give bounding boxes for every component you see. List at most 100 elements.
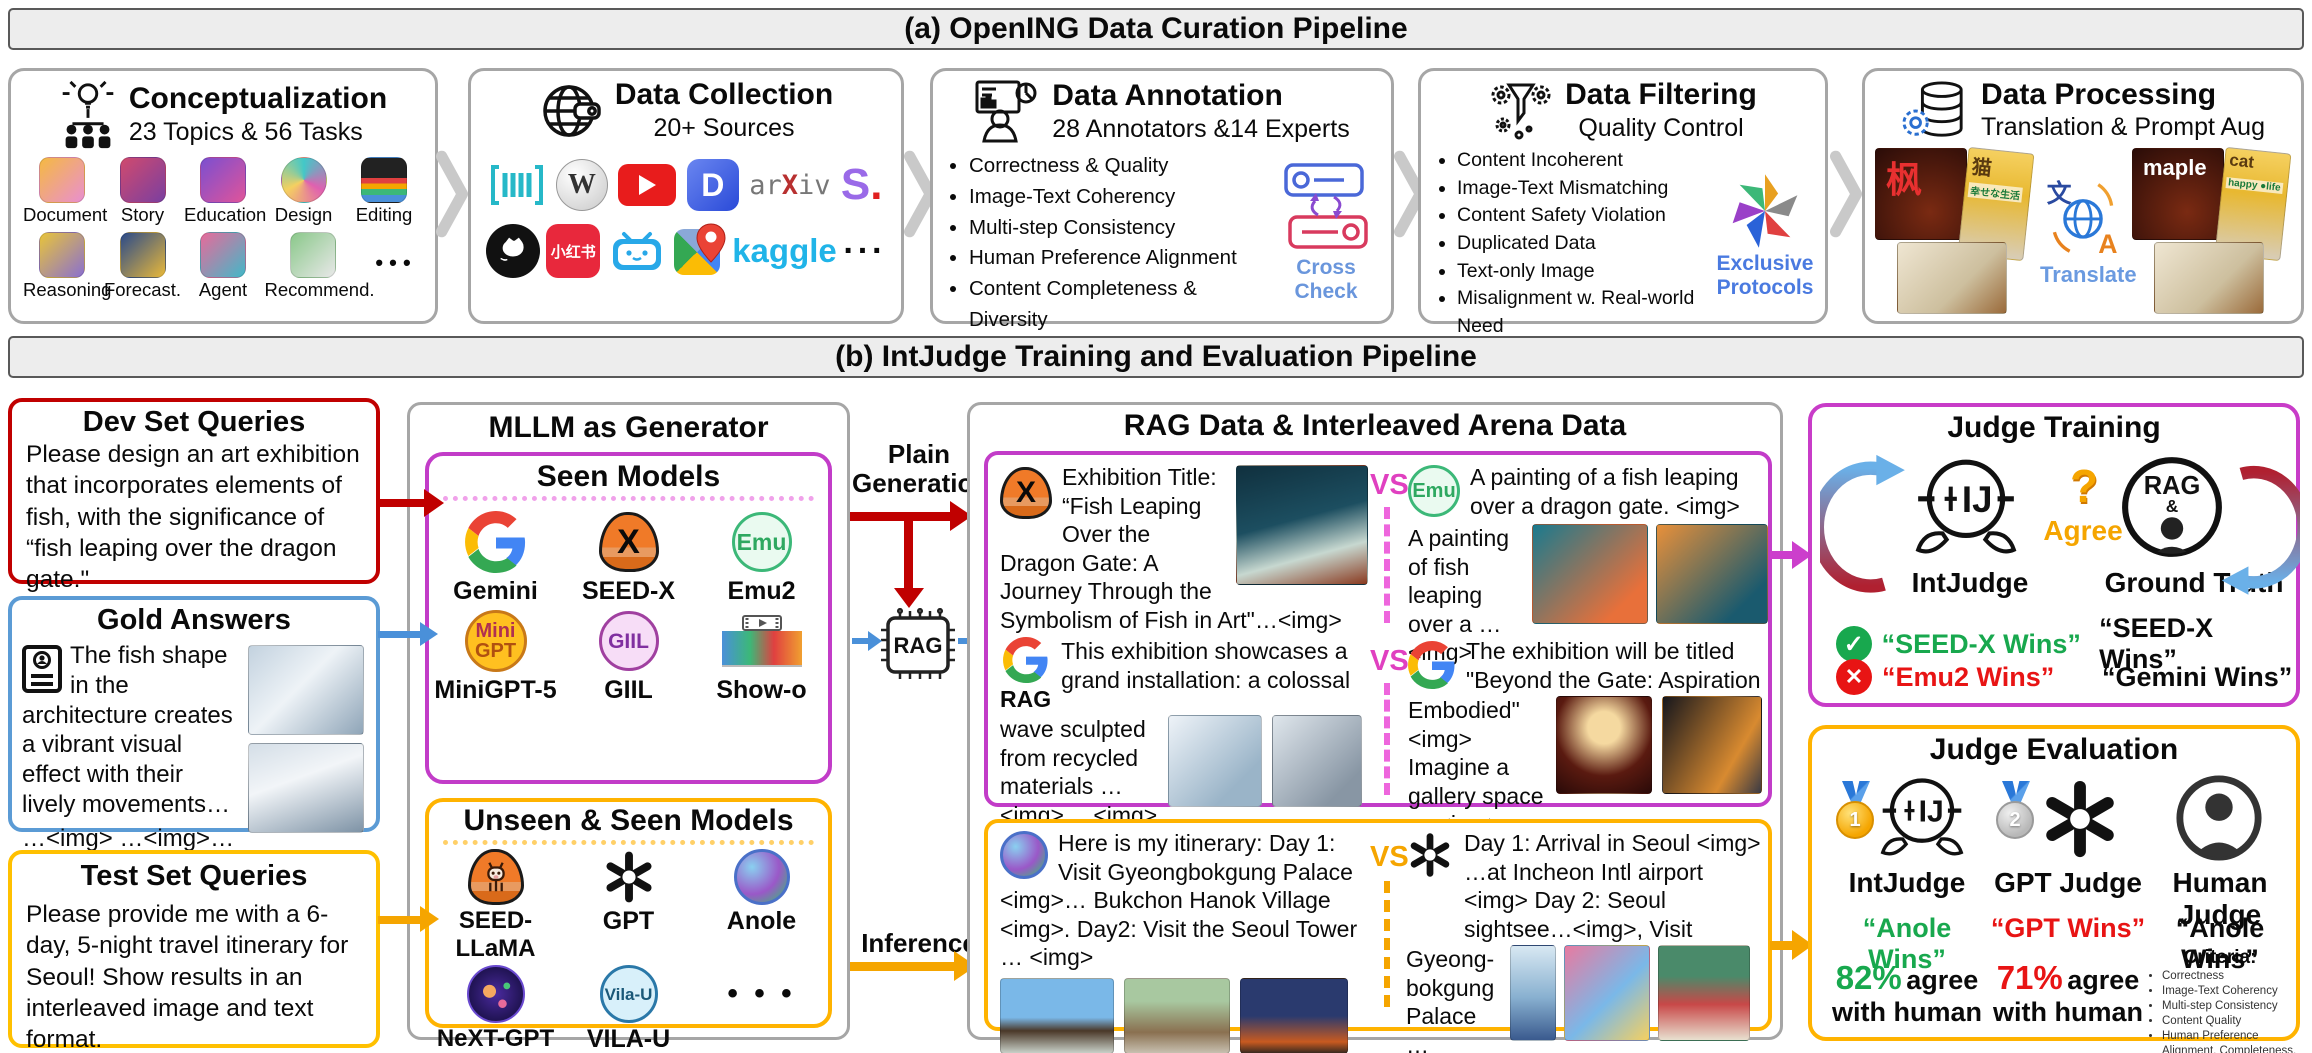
agree-text: agree xyxy=(1906,965,1979,995)
xiaohongshu-logo: 小红书 xyxy=(546,224,601,278)
arrow-into-rag-head xyxy=(868,631,882,651)
task-label: Agent xyxy=(198,279,248,300)
filtering-criterion: Duplicated Data xyxy=(1457,230,1709,258)
gpt-judge-pct: 71% xyxy=(1996,959,2063,996)
gpt-judge-verdict: “GPT Wins” xyxy=(1990,913,2146,943)
arrow-arena-to-judge-training-head xyxy=(1792,541,1812,569)
ground-truth-amp-text: & xyxy=(2166,496,2179,516)
happy-life-english-text: happy ●life xyxy=(2225,177,2284,195)
fish-painting-photo-1 xyxy=(1532,524,1648,625)
barcode-logo-icon xyxy=(491,165,544,205)
arena-itinerary-gpt: Day 1: Arrival in Seoul <img> …at Incheo… xyxy=(1406,829,1768,1053)
model-vila-u: Vila-U VILA-U xyxy=(562,963,695,1053)
google-g-icon xyxy=(1002,637,1048,683)
recommend-task-icon xyxy=(289,232,336,278)
vs-divider xyxy=(1384,507,1390,623)
intjudge-verdict: “Anole Wins” xyxy=(1862,913,1952,974)
intjudge-icon-text: IJ xyxy=(1919,796,1944,829)
cycle-arrow-left-icon xyxy=(1820,454,1905,593)
arena-q4-text-a: The exhibition will be titled "Beyond th… xyxy=(1466,638,1761,693)
model-label: MiniGPT-5 xyxy=(434,676,557,704)
more-sources-ellipsis: ··· xyxy=(843,231,887,270)
more-tasks-ellipsis: • • • xyxy=(375,250,411,275)
model-gpt: GPT xyxy=(562,847,695,963)
more-models-text: • • • xyxy=(727,977,796,1010)
agree-label: Agree xyxy=(2043,515,2123,546)
pipeline-arrow-icon xyxy=(1830,150,1862,238)
rag-chip-label: RAG xyxy=(894,633,943,658)
svg-text:A: A xyxy=(2098,229,2117,257)
intjudge-verdict-1: “SEED-X Wins” xyxy=(1881,628,2081,659)
gold-answer-text: The fish shape in the architecture creat… xyxy=(22,642,233,818)
task-label: Story xyxy=(120,204,165,225)
gemini-rag-icon-block: RAG xyxy=(1000,637,1051,713)
arena-itinerary-left-text: Here is my itinerary: Day 1: Visit Gyeon… xyxy=(1000,830,1358,971)
seoul-collage-photo xyxy=(1564,945,1650,1042)
criteria-list: Correctness Image-Text Coherency Multi-s… xyxy=(2162,969,2312,1053)
seoul-tower-photo xyxy=(1240,977,1348,1053)
filtering-criterion: Image-Text Mismatching xyxy=(1457,175,1709,203)
seed-x-icon: X xyxy=(1000,467,1052,519)
task-icons-row-1: Document Story Education Design Editing xyxy=(11,157,435,226)
unseen-models-title: Unseen & Seen Models xyxy=(463,804,794,837)
seen-models-divider xyxy=(443,496,814,501)
arena-q1-text: Exhibition Title: “Fish Leaping Over the… xyxy=(1000,464,1342,633)
judge-training-title: Judge Training xyxy=(1947,411,2161,444)
model-seed-x: X SEED-X xyxy=(562,507,695,606)
conceptualization-header: Conceptualization 23 Topics & 56 Tasks xyxy=(11,71,435,151)
criteria-item: Image-Text Coherency xyxy=(2162,984,2312,999)
criteria-item: Content Quality xyxy=(2162,1014,2312,1029)
openai-logo-icon xyxy=(2046,780,2114,858)
task-label: Document xyxy=(23,204,108,225)
panel-data-annotation: Data Annotation 28 Annotators &14 Expert… xyxy=(930,68,1394,331)
arena-q3-text-b: wave sculpted from recycled materials …<… xyxy=(1000,716,1158,828)
intjudge-pct: 82% xyxy=(1835,959,1902,996)
arrow-arena-to-judge-eval-head xyxy=(1792,930,1813,960)
xiaohongshu-text: 小红书 xyxy=(550,243,596,261)
model-giil: GIIL GIIL xyxy=(562,606,695,705)
panel-data-collection: Data Collection 20+ Sources W D arXiv S.… xyxy=(468,68,904,324)
arena-q4-text-b: Embodied" <img> Imagine a gallery space … xyxy=(1408,697,1544,837)
happy-life-cjk-text: 幸せな生活 xyxy=(1967,182,2023,204)
s-logo-letter: S xyxy=(840,160,871,209)
seed-x-icon: X xyxy=(598,512,659,572)
globe-search-icon xyxy=(543,85,601,137)
annotation-criterion: Multi-step Consistency xyxy=(969,213,1267,244)
fish-sculpture-photo-2 xyxy=(248,743,364,833)
data-collection-subtitle: 20+ Sources xyxy=(653,113,795,142)
generator-title: MLLM as Generator xyxy=(488,411,769,444)
anole-icon xyxy=(1000,831,1048,879)
model-label: GIIL xyxy=(604,676,653,704)
criteria-item: Multi-step Consistency xyxy=(2162,999,2312,1014)
criteria-item: Correctness xyxy=(2162,969,2312,984)
task-label: Education xyxy=(184,204,267,225)
seen-models-box: Seen Models Gemini X SEED-X Emu Emu2 Min… xyxy=(425,452,832,784)
google-g-icon xyxy=(1408,641,1455,689)
model-label: Gemini xyxy=(453,577,538,605)
id-document-icon xyxy=(22,645,62,693)
ground-truth-verdict-1: “SEED-X Wins” xyxy=(2099,613,2214,674)
check-icon: ✓ xyxy=(1836,626,1872,662)
exclusive-label: Exclusive xyxy=(1716,252,1814,275)
protocols-label: Protocols xyxy=(1716,276,1814,300)
arrow-gold-to-generator xyxy=(378,631,420,638)
data-filtering-header: Data Filtering Quality Control xyxy=(1421,71,1825,143)
arrow-into-rag xyxy=(852,638,870,644)
github-logo-icon xyxy=(485,224,540,278)
rag-under-g-label: RAG xyxy=(1000,686,1052,712)
fish-exhibition-poster-photo xyxy=(1236,465,1368,585)
gpt-judge-label: GPT Judge xyxy=(1994,867,2142,898)
section-a-banner: (a) OpenING Data Curation Pipeline xyxy=(8,8,2304,50)
source-logos-row-2: 小红书 kaggle ··· xyxy=(471,223,901,279)
svg-text:文: 文 xyxy=(2047,179,2072,208)
arrow-arena-to-judge-training xyxy=(1770,551,1794,559)
wave-installation-photo-2 xyxy=(1272,715,1362,807)
human-judge-verdict: “Anole Wins” xyxy=(2175,913,2265,974)
cycle-arrow-right-icon xyxy=(2221,465,2300,595)
arena-q2-emu: Emu A painting of a fish leaping over a … xyxy=(1408,463,1768,665)
palace-gate-photo xyxy=(1658,945,1750,1042)
show-o-icon-text: Show xyxy=(721,631,802,667)
openai-logo-icon xyxy=(1410,833,1450,877)
ground-truth-verdict-2: “Gemini Wins” xyxy=(2102,661,2293,692)
blue-d-logo-icon: D xyxy=(686,159,739,211)
